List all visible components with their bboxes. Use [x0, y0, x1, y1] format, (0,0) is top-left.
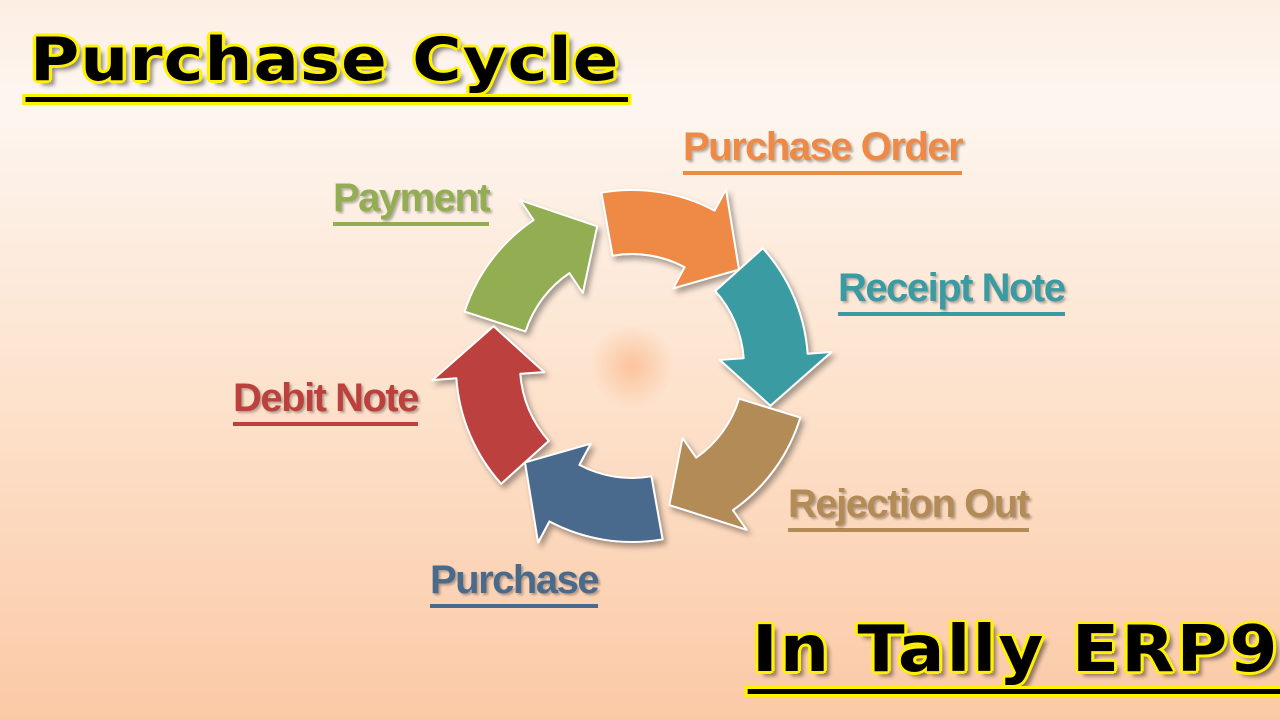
center-glow: [590, 324, 674, 408]
stage-label-payment: Payment: [333, 178, 491, 226]
arrow-purchase-order: [600, 188, 740, 290]
arrow-purchase: [524, 442, 664, 544]
page-title: Purchase Cycle: [25, 25, 629, 102]
arrow-receipt-note: [714, 247, 833, 407]
arrow-rejection-out: [668, 397, 802, 531]
arrow-payment: [463, 199, 599, 333]
stage-label-purchase-order: Purchase Order: [683, 127, 964, 175]
stage-label-purchase: Purchase: [430, 560, 600, 608]
page-subtitle: In Tally ERP9: [747, 613, 1280, 694]
stage-label-rejection-out: Rejection Out: [788, 484, 1030, 532]
stage-label-debit-note: Debit Note: [233, 378, 420, 426]
stage-label-receipt-note: Receipt Note: [838, 268, 1066, 316]
arrow-debit-note: [431, 325, 550, 485]
